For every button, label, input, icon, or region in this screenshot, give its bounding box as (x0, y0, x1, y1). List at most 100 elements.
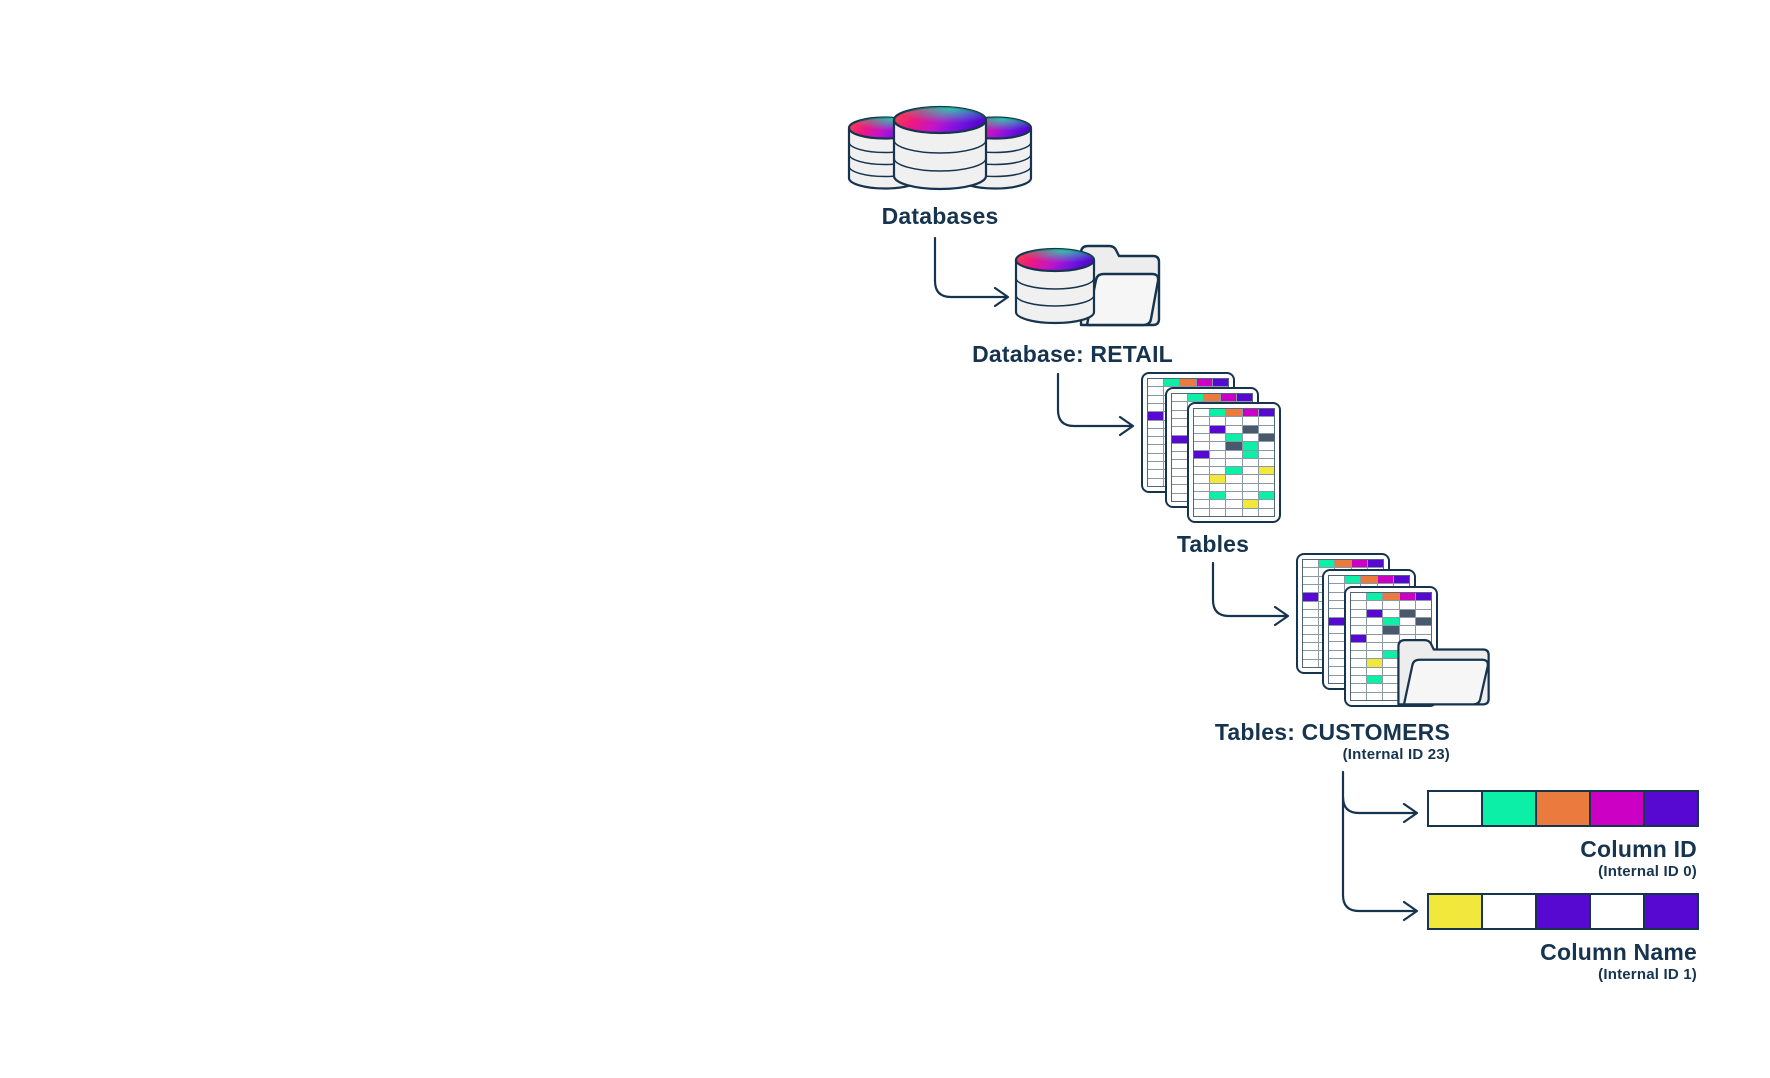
table-cell (1367, 676, 1383, 684)
table-cell (1242, 450, 1258, 458)
table-cell (1210, 417, 1226, 425)
table-cell (1367, 659, 1383, 667)
table-cell (1383, 617, 1399, 626)
table-cell (1210, 409, 1226, 417)
table-cell (1194, 450, 1210, 458)
strip-cell-orange (1535, 792, 1589, 825)
table-cell (1210, 492, 1226, 500)
table-cell (1345, 576, 1361, 584)
table-cell (1303, 584, 1319, 593)
table-cell (1415, 617, 1431, 626)
table-cell (1172, 493, 1188, 501)
table-cell (1242, 458, 1258, 467)
table-cell (1258, 442, 1274, 450)
table-cell (1172, 402, 1188, 410)
table-cell (1226, 409, 1242, 417)
table-cell (1148, 412, 1164, 420)
table-cell (1329, 675, 1345, 683)
table-cell (1351, 676, 1367, 684)
table-cell (1242, 483, 1258, 492)
table-cell (1367, 601, 1383, 609)
table-cell (1377, 576, 1393, 584)
table-cell (1329, 625, 1345, 634)
arrow-customers-to-column-name (1341, 770, 1419, 922)
table-cell (1367, 684, 1383, 692)
table-cell (1383, 667, 1399, 676)
database-cylinder-center (892, 105, 988, 191)
table-cell (1242, 467, 1258, 475)
table-cell (1148, 395, 1164, 403)
table-cell (1172, 443, 1188, 452)
table-card-front (1187, 402, 1281, 523)
table-cell (1172, 477, 1188, 485)
table-cell (1351, 617, 1367, 626)
table-cell (1226, 458, 1242, 467)
table-cell (1399, 593, 1415, 601)
table-cell (1242, 417, 1258, 425)
table-cell (1399, 626, 1415, 634)
table-cell (1242, 409, 1258, 417)
table-cell (1242, 492, 1258, 500)
table-cell (1383, 593, 1399, 601)
label-tables-customers: Tables: CUSTOMERS (Internal ID 23) (1150, 719, 1450, 764)
table-cell (1303, 651, 1319, 659)
table-cell (1242, 425, 1258, 433)
table-cell (1258, 425, 1274, 433)
table-cell (1226, 433, 1242, 442)
table-cell (1329, 650, 1345, 659)
database-retail-icon (1014, 244, 1161, 327)
table-cell (1226, 417, 1242, 425)
table-cell (1210, 467, 1226, 475)
column-name-label-text: Column Name (1540, 939, 1697, 965)
table-cell (1172, 410, 1188, 418)
table-cell (1226, 467, 1242, 475)
table-cell (1258, 433, 1274, 442)
table-cell (1258, 467, 1274, 475)
table-cell (1303, 626, 1319, 634)
table-cell (1351, 642, 1367, 651)
table-cell (1351, 626, 1367, 634)
column-id-label-text: Column ID (1580, 836, 1697, 862)
strip-cell-purple (1535, 895, 1589, 928)
table-cell (1367, 692, 1383, 700)
table-cell (1329, 600, 1345, 609)
database-retail-label-text: Database: RETAIL (972, 341, 1173, 367)
table-cell (1242, 442, 1258, 450)
table-cell (1303, 560, 1319, 568)
table-cell (1210, 458, 1226, 467)
table-cell (1148, 403, 1164, 412)
column-id-sublabel-text: (Internal ID 0) (1598, 863, 1697, 880)
strip-cell-white (1481, 895, 1535, 928)
table-cell (1226, 492, 1242, 500)
table-cell (1236, 394, 1252, 402)
table-cell (1399, 609, 1415, 617)
table-cell (1226, 500, 1242, 508)
table-cell (1351, 593, 1367, 601)
table-cell (1148, 453, 1164, 462)
table-cell (1329, 642, 1345, 650)
table-cell (1188, 394, 1204, 402)
table-cell (1383, 626, 1399, 634)
table-cell (1329, 667, 1345, 675)
table-cell (1172, 427, 1188, 435)
table-cell (1303, 643, 1319, 651)
table-cell (1242, 475, 1258, 483)
table-cell (1399, 601, 1415, 609)
tables-label-text: Tables (1176, 531, 1250, 557)
table-cell (1393, 576, 1409, 584)
label-column-id: Column ID (Internal ID 0) (1397, 836, 1697, 881)
arrow-customers-to-column-id (1341, 795, 1419, 824)
table-cell (1383, 609, 1399, 617)
table-cell (1210, 425, 1226, 433)
table-cell (1172, 418, 1188, 427)
table-cell (1210, 508, 1226, 516)
table-cell (1194, 467, 1210, 475)
tables-customers-sublabel-text: (Internal ID 23) (1342, 746, 1450, 763)
folder-icon (1397, 639, 1490, 706)
table-cell (1226, 425, 1242, 433)
tables-stack-icon (1141, 372, 1286, 528)
table-cell (1415, 601, 1431, 609)
folder-icon (1079, 244, 1161, 327)
table-cell (1258, 508, 1274, 516)
